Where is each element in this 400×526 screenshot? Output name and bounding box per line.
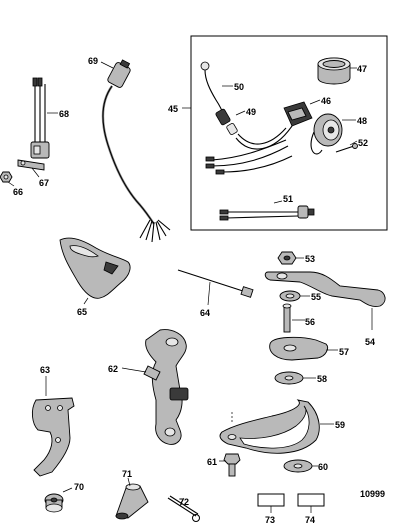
part-74-reference-box xyxy=(297,493,325,513)
part-63-bracket xyxy=(31,397,75,477)
part-65-cover xyxy=(59,237,131,299)
leader-71 xyxy=(127,477,131,487)
part-49-connector xyxy=(215,108,238,135)
part-61-bolt xyxy=(223,453,241,477)
callout-67: 67 xyxy=(39,178,49,188)
leader-65 xyxy=(83,297,89,305)
leader-64 xyxy=(207,281,211,306)
leader-69 xyxy=(100,61,114,69)
callout-45: 45 xyxy=(168,104,178,114)
callout-57: 57 xyxy=(339,347,349,357)
figure-number: 10999 xyxy=(360,489,385,499)
callout-49: 49 xyxy=(246,107,256,117)
part-73-reference-box xyxy=(257,493,285,513)
part-51-jumper-lead xyxy=(219,205,315,221)
leader-52 xyxy=(349,140,358,146)
inset-lead-wires xyxy=(205,139,293,175)
part-56-pin xyxy=(282,303,292,333)
leader-51 xyxy=(273,200,283,204)
leader-49 xyxy=(235,110,246,116)
callout-52: 52 xyxy=(358,138,368,148)
part-46-switch-housing xyxy=(235,101,313,150)
callout-71: 71 xyxy=(122,469,132,479)
callout-74: 74 xyxy=(305,515,315,525)
callout-47: 47 xyxy=(357,64,367,74)
callout-68: 68 xyxy=(59,109,69,119)
callout-50: 50 xyxy=(234,82,244,92)
part-53-nut xyxy=(277,251,297,265)
part-58-washer xyxy=(274,371,304,385)
callout-65: 65 xyxy=(77,307,87,317)
part-48-sensor xyxy=(310,113,343,155)
part-62-lever xyxy=(143,329,189,445)
callout-60: 60 xyxy=(318,462,328,472)
callout-46: 46 xyxy=(321,96,331,106)
part-55-washer xyxy=(279,290,301,302)
part-70-grommet xyxy=(44,493,64,513)
leader-62 xyxy=(121,367,147,373)
part-60-washer xyxy=(283,459,313,473)
part-47-collar xyxy=(317,57,351,85)
leader-66 xyxy=(7,181,15,187)
callout-72: 72 xyxy=(179,497,189,507)
part-66-nut xyxy=(0,171,13,183)
callout-73: 73 xyxy=(265,515,275,525)
part-64-cable-tie xyxy=(177,269,254,298)
callout-61: 61 xyxy=(207,457,217,467)
callout-63: 63 xyxy=(40,365,50,375)
callout-56: 56 xyxy=(305,317,315,327)
part-50-ground-lead xyxy=(200,61,225,117)
part-54-link-arm xyxy=(264,271,386,307)
callout-51: 51 xyxy=(283,194,293,204)
callout-64: 64 xyxy=(200,308,210,318)
leader-72 xyxy=(179,497,185,507)
callout-58: 58 xyxy=(317,374,327,384)
callout-54: 54 xyxy=(365,337,375,347)
callout-69: 69 xyxy=(88,56,98,66)
part-67-bracket xyxy=(17,159,45,171)
part-68-terminal-assembly xyxy=(30,77,50,159)
part-59-arc-link xyxy=(219,399,320,454)
part-69-wire-harness xyxy=(101,59,171,243)
callout-62: 62 xyxy=(108,364,118,374)
kit-inset-frame xyxy=(190,35,388,231)
callout-55: 55 xyxy=(311,292,321,302)
callout-66: 66 xyxy=(13,187,23,197)
callout-59: 59 xyxy=(335,420,345,430)
part-71-boot xyxy=(115,483,149,520)
leader-67 xyxy=(31,167,40,178)
callout-48: 48 xyxy=(357,116,367,126)
leader-70 xyxy=(62,487,73,493)
leader-46 xyxy=(309,99,321,105)
part-72-cotter-pin xyxy=(167,495,200,522)
callout-70: 70 xyxy=(74,482,84,492)
part-52-screw xyxy=(335,143,358,153)
part-57-plate xyxy=(269,336,329,361)
callout-53: 53 xyxy=(305,254,315,264)
